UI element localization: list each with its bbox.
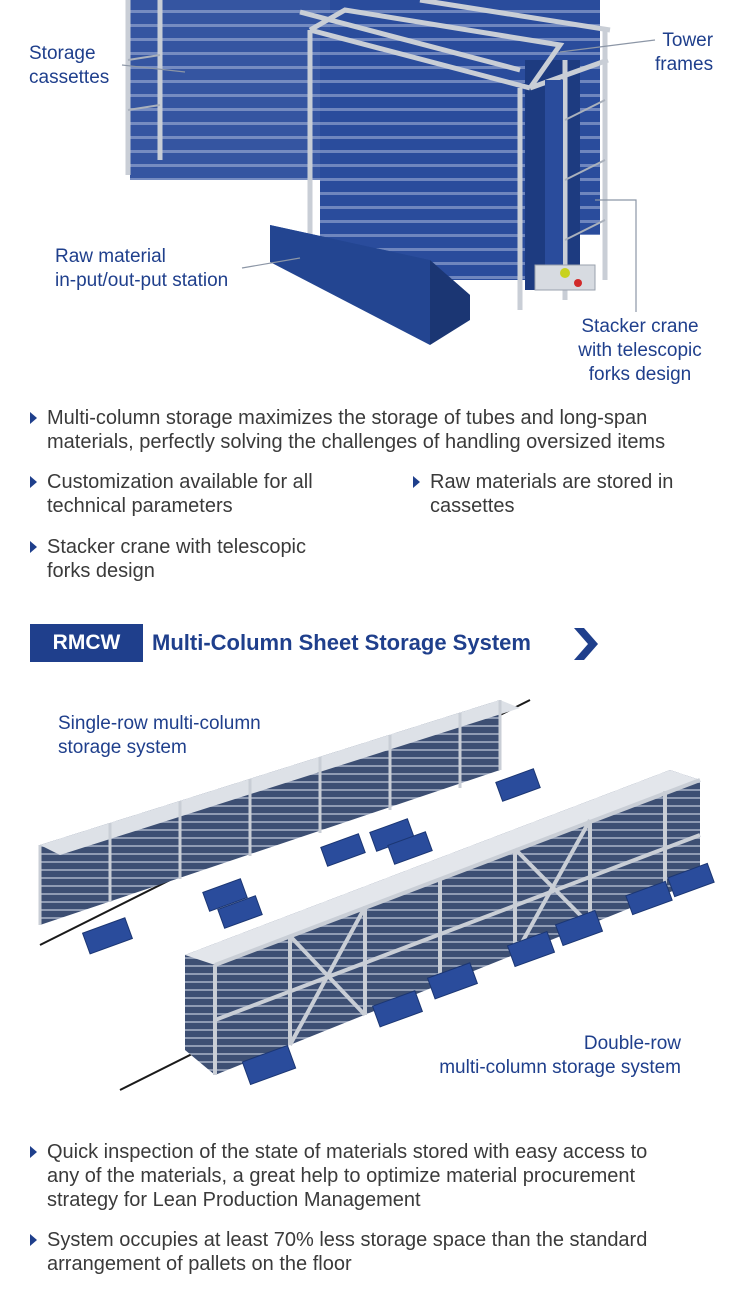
section-tag: RMCW — [30, 624, 143, 662]
callout-line: with telescopic — [578, 340, 702, 361]
bullet-triangle-icon — [30, 412, 37, 424]
bullet-line: strategy for Lean Production Management — [47, 1189, 421, 1211]
callout-double-row: Double-row multi-column storage system — [380, 1032, 681, 1080]
bullet-triangle-icon — [413, 476, 420, 488]
bullet-line: Multi-column storage maximizes the stora… — [47, 407, 648, 429]
callout-storage-cassettes: Storage cassettes — [29, 42, 109, 90]
bullet-line: System occupies at least 70% less storag… — [47, 1229, 648, 1251]
bullet-line: Raw materials are stored in — [430, 471, 674, 493]
feature-cassettes: Raw materials are stored in cassettes — [413, 470, 733, 518]
bullet-line: materials, perfectly solving the challen… — [47, 431, 666, 453]
bullet-triangle-icon — [30, 476, 37, 488]
single-and-double-row-render — [38, 699, 715, 1091]
callout-line: frames — [655, 54, 714, 75]
bullet-line: Stacker crane with telescopic — [47, 536, 307, 558]
rmcw-layout-illustration: Single-row multi-column storage system D… — [0, 680, 750, 1100]
feature-customization: Customization available for all technica… — [30, 470, 400, 518]
feature-space-saving: System occupies at least 70% less storag… — [30, 1228, 730, 1276]
callout-stacker-crane: Stacker crane with telescopic forks desi… — [565, 315, 715, 387]
callout-line: Tower — [662, 30, 714, 51]
bullet-line: Customization available for all — [47, 471, 313, 493]
bullet-line: Quick inspection of the state of materia… — [47, 1141, 648, 1163]
bullet-triangle-icon — [30, 541, 37, 553]
feature-quick-inspection: Quick inspection of the state of materia… — [30, 1140, 730, 1212]
bullet-triangle-icon — [30, 1146, 37, 1158]
callout-line: Single-row multi-column — [58, 713, 261, 734]
callout-line: Raw material — [55, 246, 166, 267]
callout-line: multi-column storage system — [439, 1057, 681, 1078]
bullet-line: any of the materials, a great help to op… — [47, 1165, 636, 1187]
callout-line: cassettes — [29, 67, 110, 88]
feature-stacker-crane: Stacker crane with telescopic forks desi… — [30, 535, 400, 583]
callout-single-row: Single-row multi-column storage system — [58, 712, 261, 760]
section-title: Multi-Column Sheet Storage System — [152, 630, 531, 655]
bullet-line: cassettes — [430, 495, 515, 517]
storage-system-illustration: Storage cassettes Tower frames Raw mater… — [0, 0, 750, 395]
bullet-line: arrangement of pallets on the floor — [47, 1253, 352, 1275]
callout-line: Stacker crane — [581, 316, 699, 337]
callout-line: forks design — [588, 364, 692, 385]
callout-raw-material-station: Raw material in-put/out-put station — [55, 245, 228, 293]
callout-tower-frames: Tower frames — [655, 29, 713, 77]
callout-line: storage system — [58, 737, 187, 758]
chevron-right-icon — [574, 628, 598, 660]
feature-multi-column: Multi-column storage maximizes the stora… — [30, 406, 730, 454]
callout-line: Double-row — [583, 1033, 681, 1054]
bullet-triangle-icon — [30, 1234, 37, 1246]
callout-line: in-put/out-put station — [55, 270, 229, 291]
section-banner: RMCW Multi-Column Sheet Storage System — [30, 624, 610, 662]
callout-line: Storage — [29, 43, 96, 64]
bullet-line: forks design — [47, 560, 155, 582]
multi-column-storage-render — [121, 0, 656, 345]
bullet-line: technical parameters — [47, 495, 233, 517]
